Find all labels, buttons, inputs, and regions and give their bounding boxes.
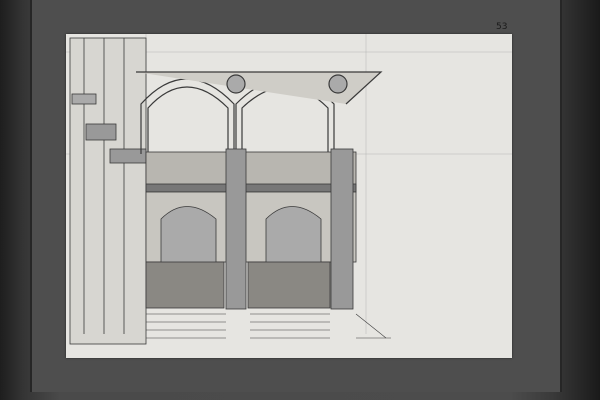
upper-arches [136,71,383,154]
lower-arcade [145,148,357,310]
steps [146,313,391,339]
choir-stalls [145,261,331,309]
left-pier [69,37,147,345]
architectural-drawing-sheet [66,34,512,358]
page-number: 53 [496,22,508,32]
gothic-screen-drawing [66,34,512,345]
gallery-balustrade [145,151,357,193]
